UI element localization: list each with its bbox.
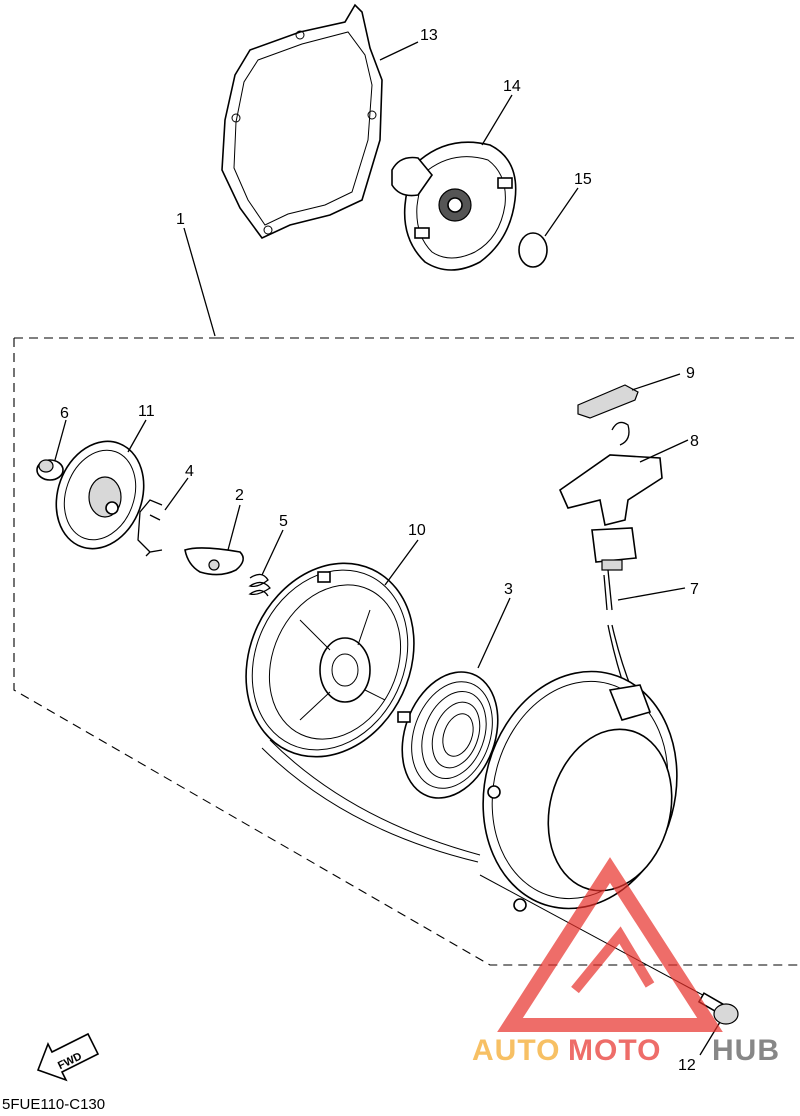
callout-label-7: 7 [690,581,699,598]
part-2-pawl [184,547,244,576]
callout-label-15: 15 [574,171,592,188]
leader-line-14 [481,94,513,146]
leader-line-11 [127,419,147,453]
leader-line-7 [617,587,686,601]
callout-label-3: 3 [504,581,513,598]
automotohub-watermark: AUTO MOTO HUB [472,857,780,1067]
callout-label-6: 6 [60,405,69,422]
part-1-starter-case [261,670,678,912]
watermark-text-auto: AUTO [472,1034,560,1067]
leader-line-9 [631,373,681,391]
part-10-rope-reel [245,562,415,758]
leader-line-1 [183,227,216,337]
part-6-nut [36,459,64,481]
leader-line-5 [261,529,284,576]
callout-label-1: 1 [176,211,185,228]
callout-label-14: 14 [503,78,521,95]
assembly-boundary-dashed [13,337,800,966]
watermark-text-moto: MOTO [568,1034,661,1067]
callout-label-5: 5 [279,513,288,530]
watermark-text-hub: HUB [712,1034,780,1067]
fwd-arrow: FWD [36,1032,100,1082]
callout-label-8: 8 [690,433,699,450]
callout-label-2: 2 [235,487,244,504]
leader-line-13 [379,41,419,61]
part-3-recoil-spring [397,671,499,799]
leader-line-10 [384,539,419,586]
leader-line-15 [544,187,579,237]
leader-line-3 [477,597,511,669]
callout-label-12: 12 [678,1057,696,1074]
leader-line-8 [639,439,689,463]
callout-label-4: 4 [185,463,194,480]
watermark-inner-mark [571,926,655,994]
drawing-code-label: 5FUE110-C130 [2,1096,105,1111]
part-15-o-ring [518,232,548,268]
leader-line-2 [227,504,241,551]
part-5-spring [248,573,271,597]
leader-line-4 [164,477,189,511]
callout-label-10: 10 [408,522,426,539]
part-9-handle-cap [577,384,639,419]
callout-label-9: 9 [686,365,695,382]
leader-line-6 [54,419,67,461]
part-13-gasket [221,3,383,240]
callout-label-11: 11 [138,403,155,420]
watermark-triangle-logo [497,857,723,1032]
part-8-starter-handle [559,421,663,571]
part-11-guide-plate [55,440,145,550]
callout-label-13: 13 [420,27,438,44]
part-4-spring-clip [137,499,163,557]
part-14-drive-pulley [391,141,517,271]
